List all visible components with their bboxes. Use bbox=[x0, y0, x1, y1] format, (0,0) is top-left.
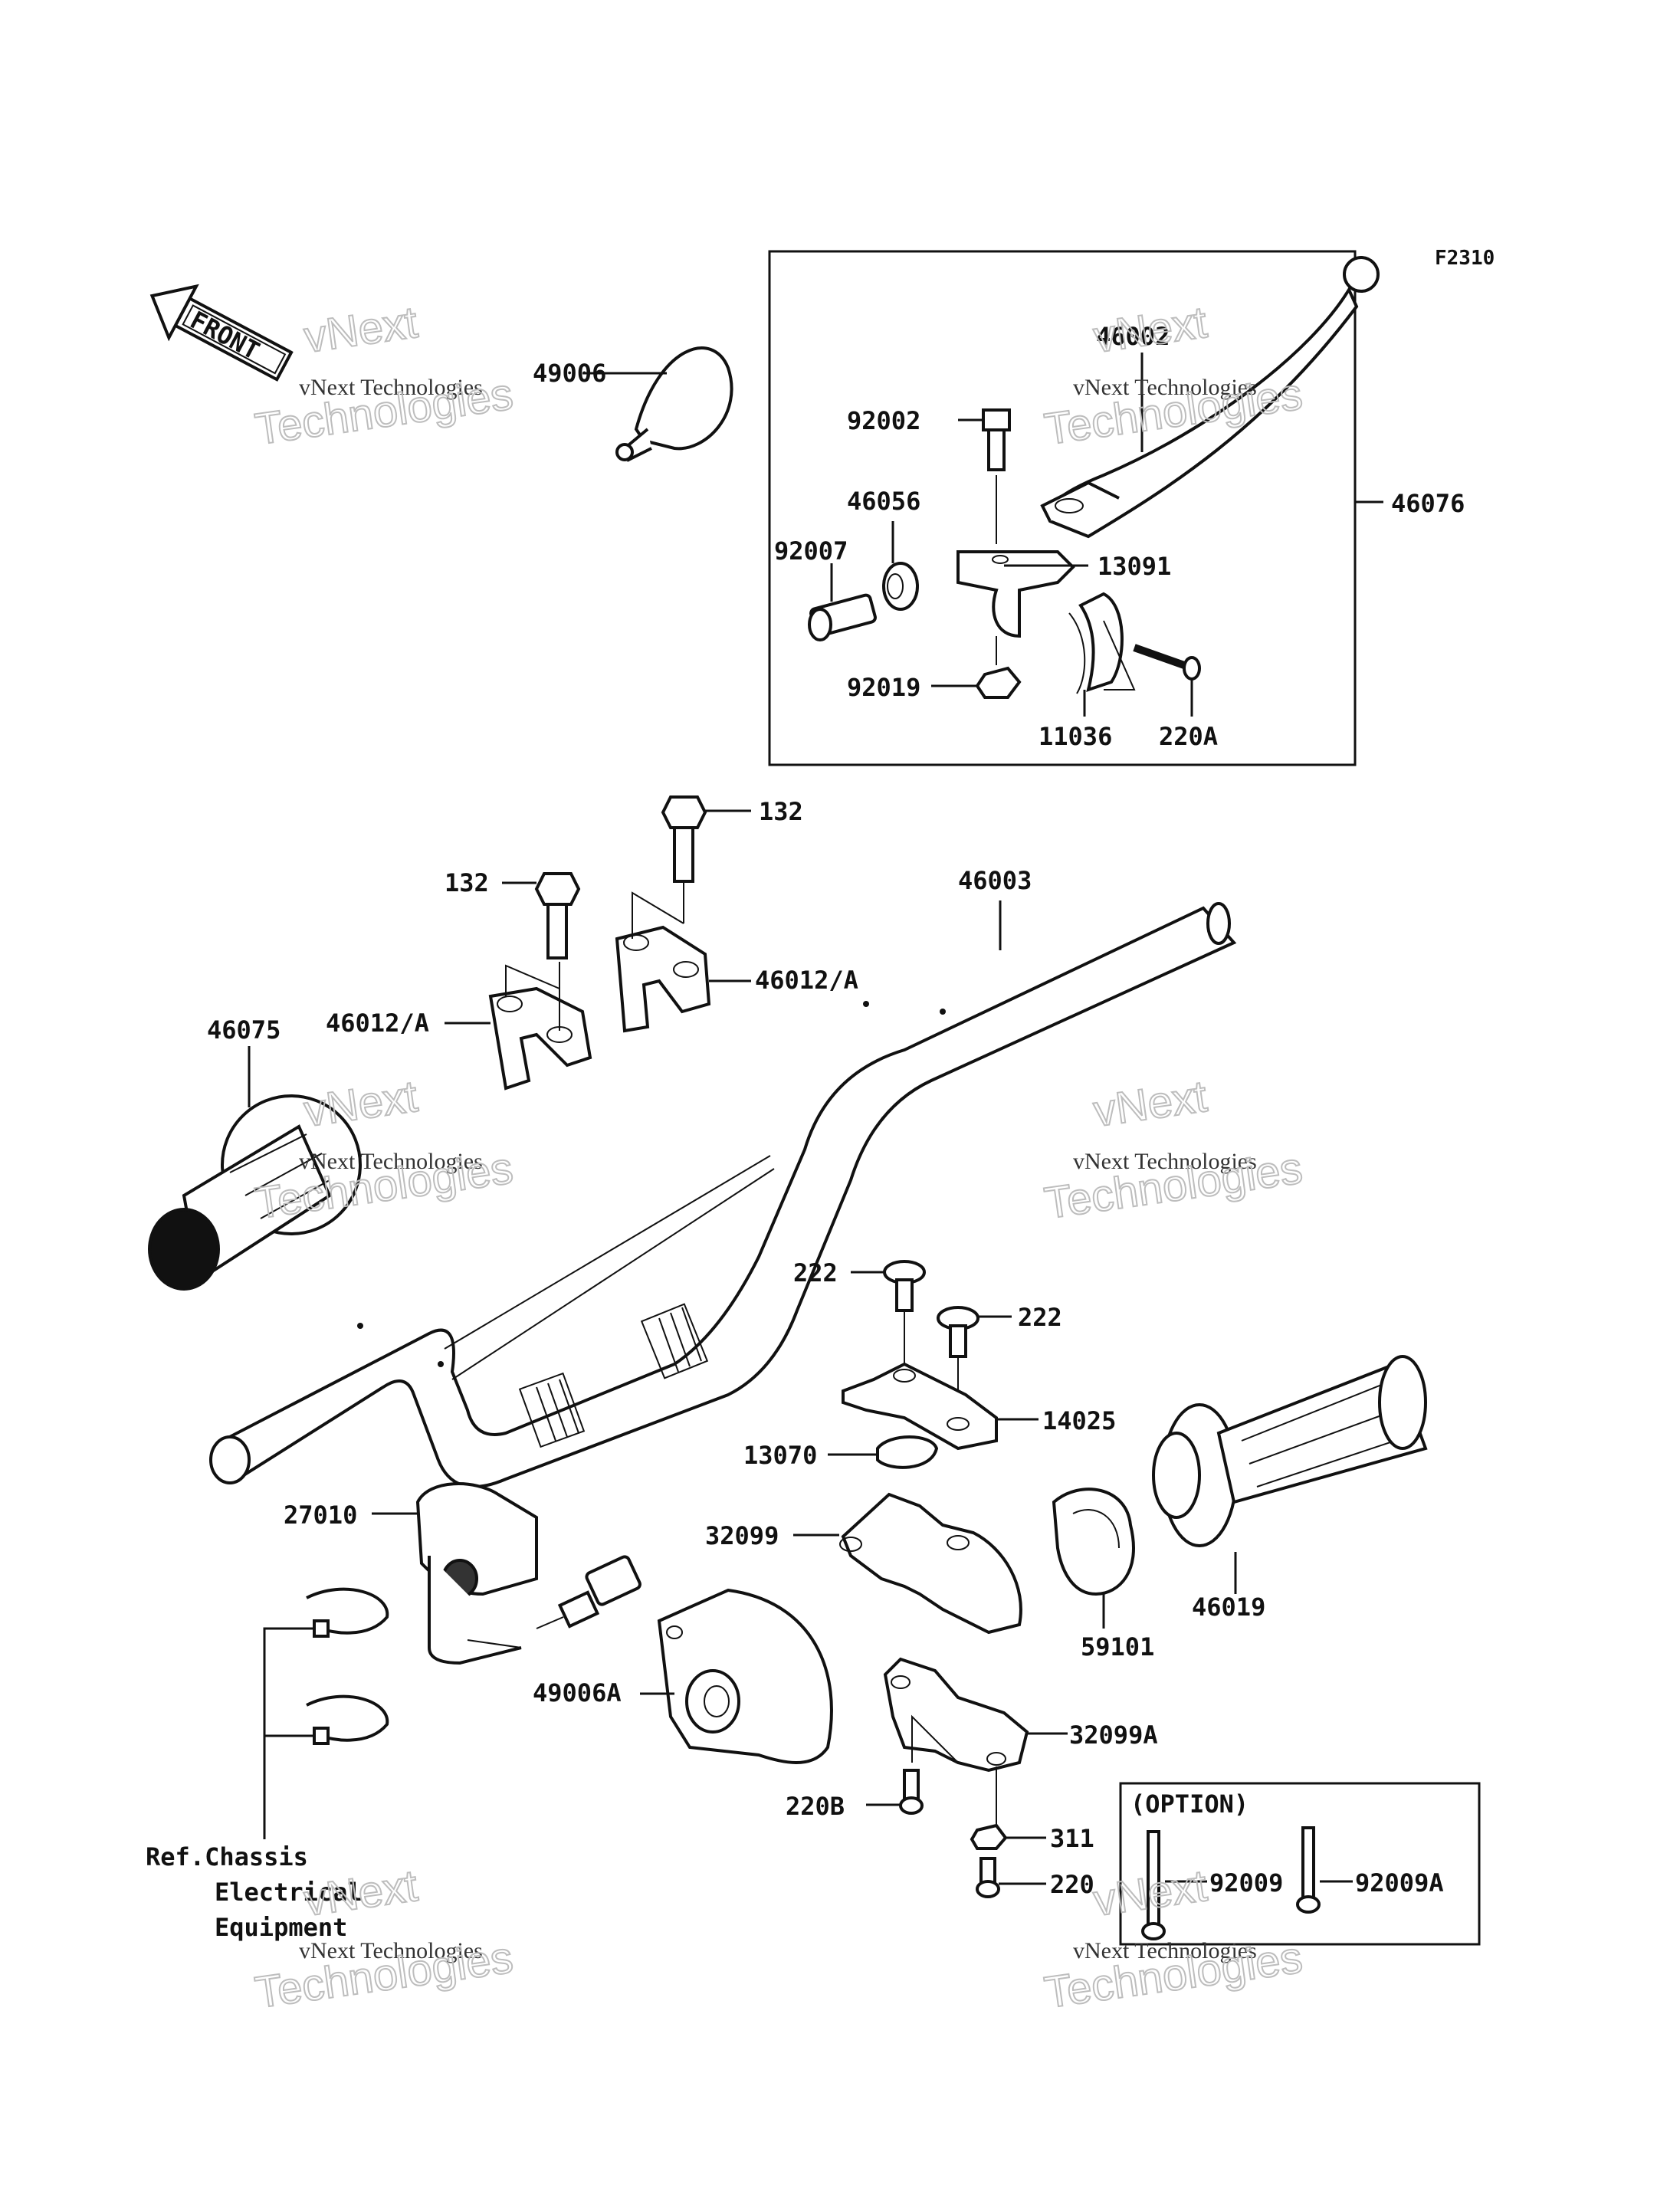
part-46012A-holder-left-icon bbox=[488, 986, 592, 1091]
part-59101-collar-icon bbox=[1052, 1488, 1135, 1596]
part-49006A-cover-icon bbox=[657, 1588, 833, 1764]
part-49006-icon bbox=[615, 346, 733, 462]
label-92002: 92002 bbox=[847, 406, 920, 435]
knurl-right-icon bbox=[640, 1303, 709, 1379]
ref-note-line1: Ref.Chassis bbox=[146, 1842, 308, 1871]
label-46019: 46019 bbox=[1192, 1593, 1265, 1622]
watermark-2-line1: vNext bbox=[1091, 297, 1210, 362]
label-92009A: 92009A bbox=[1355, 1868, 1444, 1898]
label-132-right: 132 bbox=[759, 797, 803, 826]
label-132-left: 132 bbox=[445, 868, 489, 897]
label-222-left: 222 bbox=[793, 1258, 838, 1287]
part-92007-screw-icon bbox=[808, 593, 877, 641]
label-46002: 46002 bbox=[1096, 322, 1170, 351]
part-92002-bolt-icon bbox=[982, 408, 1011, 471]
label-92009: 92009 bbox=[1209, 1868, 1283, 1898]
cable-band-lower-icon bbox=[306, 1694, 389, 1745]
label-49006A: 49006A bbox=[533, 1678, 622, 1707]
label-32099A: 32099A bbox=[1069, 1720, 1158, 1750]
label-220B: 220B bbox=[786, 1792, 845, 1821]
part-220A-screw-icon bbox=[1133, 644, 1201, 681]
part-13070-clip-icon bbox=[876, 1435, 939, 1469]
watermark-4-line2: vNext Technologies bbox=[1073, 1149, 1257, 1174]
part-13091-bracket-icon bbox=[956, 550, 1075, 638]
watermark-2: vNext vNext Technologies Technologies bbox=[1041, 297, 1306, 455]
watermark-4-line1: vNext bbox=[1091, 1071, 1210, 1137]
label-59101: 59101 bbox=[1081, 1632, 1154, 1661]
cable-band-upper-icon bbox=[306, 1587, 389, 1638]
part-92009A-screw-icon bbox=[1296, 1826, 1321, 1914]
part-220B-screw-icon bbox=[899, 1769, 924, 1815]
label-46056: 46056 bbox=[847, 487, 920, 516]
watermark-6-line2: vNext Technologies bbox=[1073, 1938, 1257, 1963]
label-32099: 32099 bbox=[705, 1521, 779, 1550]
part-132-bolt-right-icon bbox=[661, 795, 707, 883]
label-13091: 13091 bbox=[1098, 552, 1171, 581]
watermark-5-line2: vNext Technologies bbox=[299, 1938, 483, 1963]
part-32099-housing-icon bbox=[839, 1492, 1022, 1635]
part-222-screw-right-icon bbox=[937, 1306, 979, 1358]
label-46076: 46076 bbox=[1391, 489, 1465, 518]
label-311: 311 bbox=[1050, 1824, 1094, 1853]
part-14025-cover-icon bbox=[842, 1362, 998, 1451]
lever-assembly-box bbox=[768, 250, 1357, 766]
watermark-5-line1: vNext bbox=[301, 1861, 421, 1926]
connector-icon bbox=[536, 1555, 641, 1629]
label-220: 220 bbox=[1050, 1870, 1094, 1899]
watermark-2-line2: vNext Technologies bbox=[1073, 375, 1257, 400]
part-46019-right-grip-icon bbox=[1152, 1355, 1428, 1547]
label-222-right: 222 bbox=[1018, 1303, 1062, 1332]
watermark-3-line1: vNext bbox=[301, 1071, 421, 1137]
part-311-nut-icon bbox=[970, 1823, 1008, 1850]
front-label: FRONT bbox=[185, 305, 264, 366]
part-32099A-housing-icon bbox=[883, 1657, 1029, 1773]
part-220-screw-icon bbox=[976, 1857, 1000, 1898]
figure-code: F2310 bbox=[1435, 247, 1495, 270]
watermark-6-line1: vNext bbox=[1091, 1861, 1210, 1926]
label-27010: 27010 bbox=[284, 1501, 357, 1530]
label-92019: 92019 bbox=[847, 673, 920, 702]
part-92009-screw-icon bbox=[1141, 1830, 1166, 1940]
knurl-left-icon bbox=[518, 1372, 586, 1448]
label-46012A-right: 46012/A bbox=[755, 966, 858, 995]
part-46003-handlebar-icon bbox=[209, 902, 1237, 1488]
label-92007: 92007 bbox=[774, 536, 848, 566]
ref-note-line2: Electrical bbox=[215, 1878, 363, 1907]
option-box bbox=[1119, 1782, 1481, 1946]
part-222-screw-left-icon bbox=[883, 1260, 926, 1312]
label-11036: 11036 bbox=[1039, 722, 1112, 751]
label-13070: 13070 bbox=[743, 1441, 817, 1470]
label-46075: 46075 bbox=[207, 1015, 281, 1045]
part-46002-lever-icon bbox=[1040, 256, 1380, 539]
part-46056-adjuster-icon bbox=[882, 562, 919, 611]
label-46003: 46003 bbox=[958, 866, 1032, 895]
label-46012A-left: 46012/A bbox=[326, 1009, 429, 1038]
watermark-4: vNext vNext Technologies Technologies bbox=[1041, 1071, 1306, 1229]
option-label: (OPTION) bbox=[1130, 1789, 1249, 1819]
watermark-1-line1: vNext bbox=[301, 297, 421, 362]
watermark-1-line2: vNext Technologies bbox=[299, 375, 483, 400]
front-arrow-icon: FRONT bbox=[149, 284, 294, 382]
part-27010-switch-icon bbox=[415, 1482, 538, 1665]
part-46012A-holder-right-icon bbox=[615, 925, 711, 1033]
part-11036-clamp-icon bbox=[1068, 592, 1124, 694]
part-92019-nut-icon bbox=[975, 666, 1022, 699]
label-14025: 14025 bbox=[1042, 1406, 1116, 1435]
label-49006: 49006 bbox=[533, 359, 606, 388]
ref-note-line3: Equipment bbox=[215, 1913, 347, 1942]
watermark-3-line2: vNext Technologies bbox=[299, 1149, 483, 1174]
part-46075-left-grip-icon bbox=[148, 1094, 362, 1291]
part-132-bolt-left-icon bbox=[534, 872, 581, 959]
label-220A: 220A bbox=[1159, 722, 1218, 751]
